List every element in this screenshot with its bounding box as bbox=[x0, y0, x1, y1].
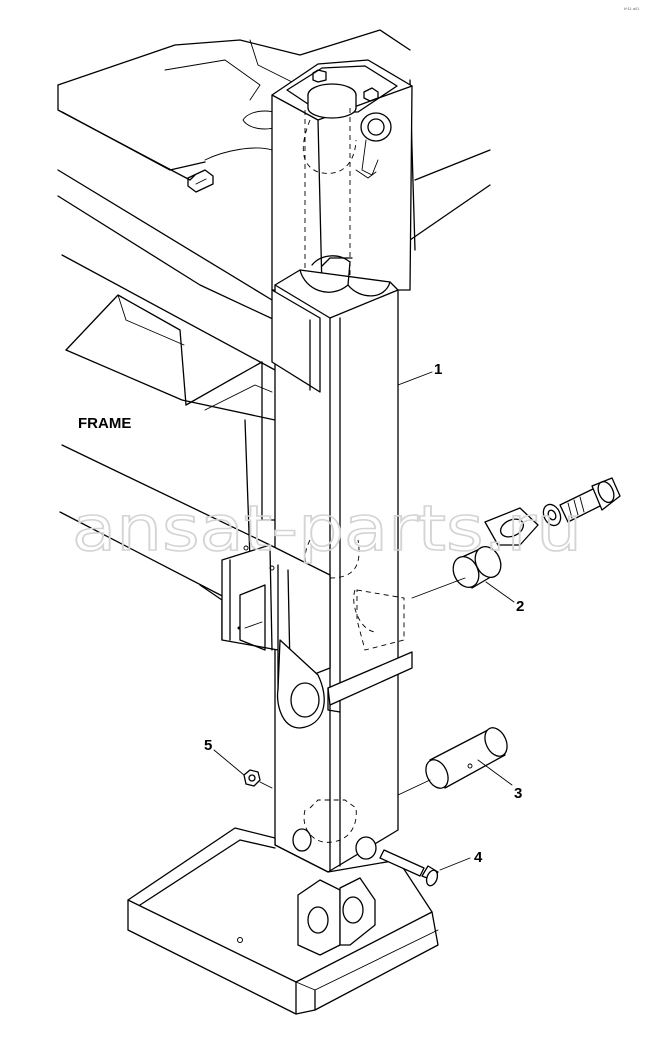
part-5-nut bbox=[213, 749, 273, 789]
callout-4: 4 bbox=[474, 849, 483, 866]
callout-1: 1 bbox=[434, 361, 442, 378]
callout-3: 3 bbox=[514, 785, 522, 802]
callout-2: 2 bbox=[516, 598, 524, 615]
frame-label: FRAME bbox=[78, 415, 131, 432]
part-4-bolt bbox=[379, 849, 471, 887]
leader-1 bbox=[397, 371, 433, 386]
foot-plate bbox=[127, 827, 439, 1015]
frame-structure bbox=[57, 29, 491, 641]
corner-code: k*11 a01 bbox=[624, 6, 640, 11]
callout-5: 5 bbox=[204, 737, 212, 754]
jack-column bbox=[221, 59, 413, 873]
part-3-pin bbox=[397, 727, 513, 796]
part-2-bushing-assembly bbox=[411, 477, 621, 603]
watermark: ansat-parts.ru bbox=[72, 492, 582, 565]
